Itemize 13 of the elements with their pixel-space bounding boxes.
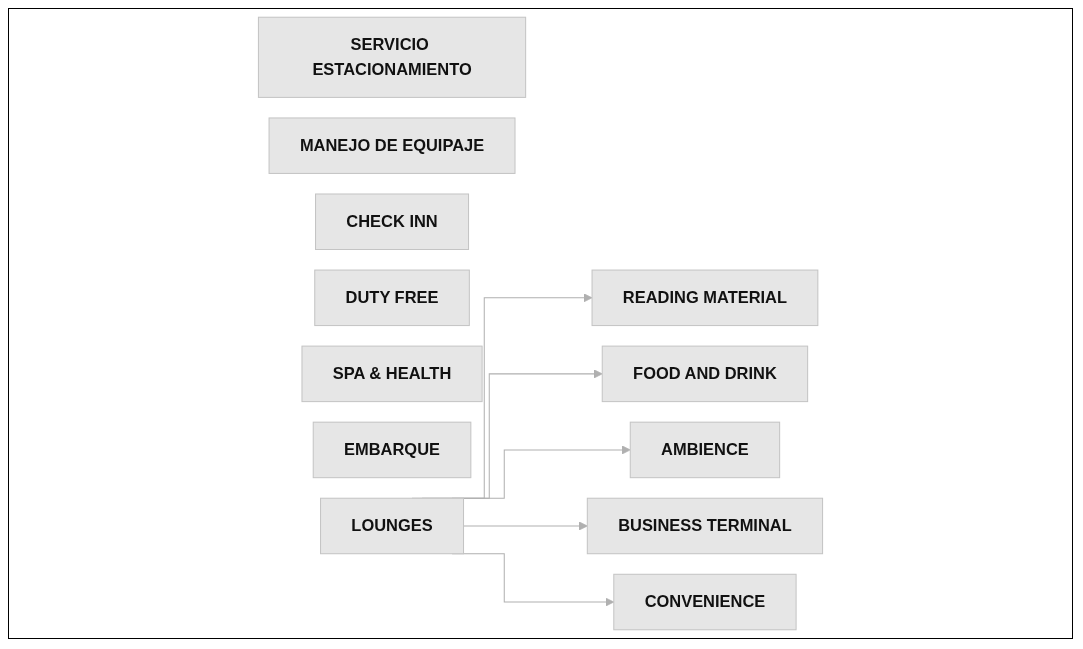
node-box: CONVENIENCE: [613, 573, 797, 631]
arrow: [463, 521, 588, 531]
node-box: BUSINESS TERMINAL: [586, 497, 824, 555]
node-box: AMBIENCE: [629, 421, 781, 479]
node-box: SPA & HEALTH: [301, 345, 483, 403]
node-box: READING MATERIAL: [591, 269, 819, 327]
node-box: EMBARQUE: [312, 421, 472, 479]
node-box: MANEJO DE EQUIPAJE: [268, 117, 516, 174]
node-box: FOOD AND DRINK: [601, 345, 809, 403]
node-box: DUTY FREE: [314, 269, 470, 327]
node-box: LOUNGES: [320, 497, 465, 555]
node-box: CHECK INN: [315, 193, 470, 250]
node-box: SERVICIO ESTACIONAMIENTO: [257, 16, 527, 98]
